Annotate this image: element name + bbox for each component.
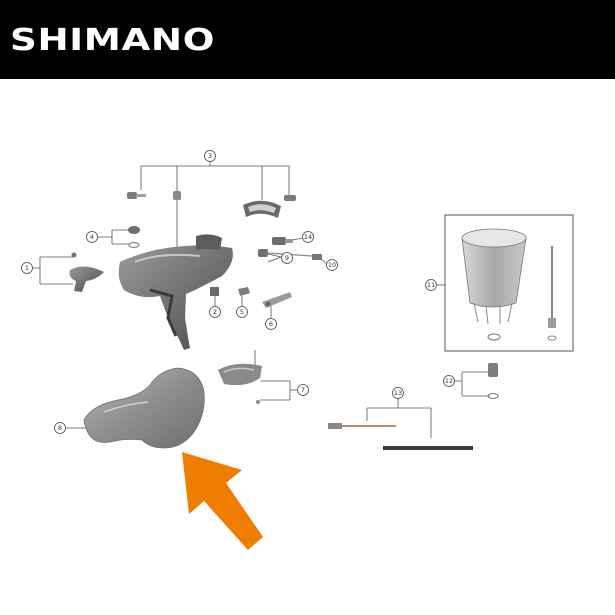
svg-text:8: 8 — [58, 424, 62, 432]
callout-2: 2 — [209, 306, 221, 318]
brand-header: SHIMANO — [0, 0, 615, 79]
svg-text:5: 5 — [240, 308, 244, 316]
bolt-right — [284, 195, 296, 201]
bolt-left — [127, 192, 146, 199]
svg-text:7: 7 — [301, 386, 305, 394]
callout-11: 11 — [425, 279, 437, 291]
callout-4: 4 — [86, 231, 98, 243]
svg-text:6: 6 — [269, 320, 273, 328]
orange-arrow-icon — [182, 452, 263, 550]
part-8-hood — [83, 367, 205, 449]
callout-8: 8 — [54, 422, 66, 434]
exploded-parts-diagram: 3 4 1 14 9 10 2 5 6 7 8 11 12 13 — [21, 150, 574, 550]
callout-14: 14 — [302, 231, 314, 243]
callout-10: 10 — [326, 259, 338, 271]
part-1-small-lever — [69, 252, 104, 292]
part-3-components — [127, 191, 296, 218]
part-11-frame — [444, 214, 574, 352]
callout-3: 3 — [204, 150, 216, 162]
main-lever-body — [118, 234, 233, 350]
svg-text:14: 14 — [304, 233, 312, 241]
svg-text:2: 2 — [213, 308, 217, 316]
callout-5: 5 — [236, 306, 248, 318]
svg-text:4: 4 — [90, 233, 94, 241]
svg-text:13: 13 — [394, 389, 402, 397]
callout-6: 6 — [265, 318, 277, 330]
svg-text:12: 12 — [445, 377, 453, 385]
clamp-band — [243, 200, 281, 218]
svg-text:3: 3 — [208, 152, 212, 160]
shimano-logo: SHIMANO — [10, 23, 215, 58]
callout-7: 7 — [297, 384, 309, 396]
callout-12: 12 — [443, 375, 455, 387]
part-11-reservoir — [461, 228, 557, 341]
bolt-middle — [173, 191, 181, 200]
callout-markers: 3 4 1 14 9 10 2 5 6 7 8 11 12 13 — [21, 150, 455, 434]
part-7-bracket — [218, 363, 262, 404]
callout-13: 13 — [392, 387, 404, 399]
callout-1: 1 — [21, 262, 33, 274]
svg-text:1: 1 — [25, 264, 29, 272]
part-12-bleed-screw — [487, 363, 499, 400]
callout-9: 9 — [281, 252, 293, 264]
part-13-hose — [328, 423, 473, 450]
leader-lines — [33, 158, 490, 438]
svg-text:10: 10 — [328, 261, 336, 269]
svg-text:9: 9 — [285, 254, 289, 262]
svg-text:11: 11 — [427, 281, 435, 289]
part-4 — [128, 226, 140, 249]
part-2-5-6 — [210, 287, 292, 308]
brand-name: SHIMANO — [10, 23, 215, 58]
